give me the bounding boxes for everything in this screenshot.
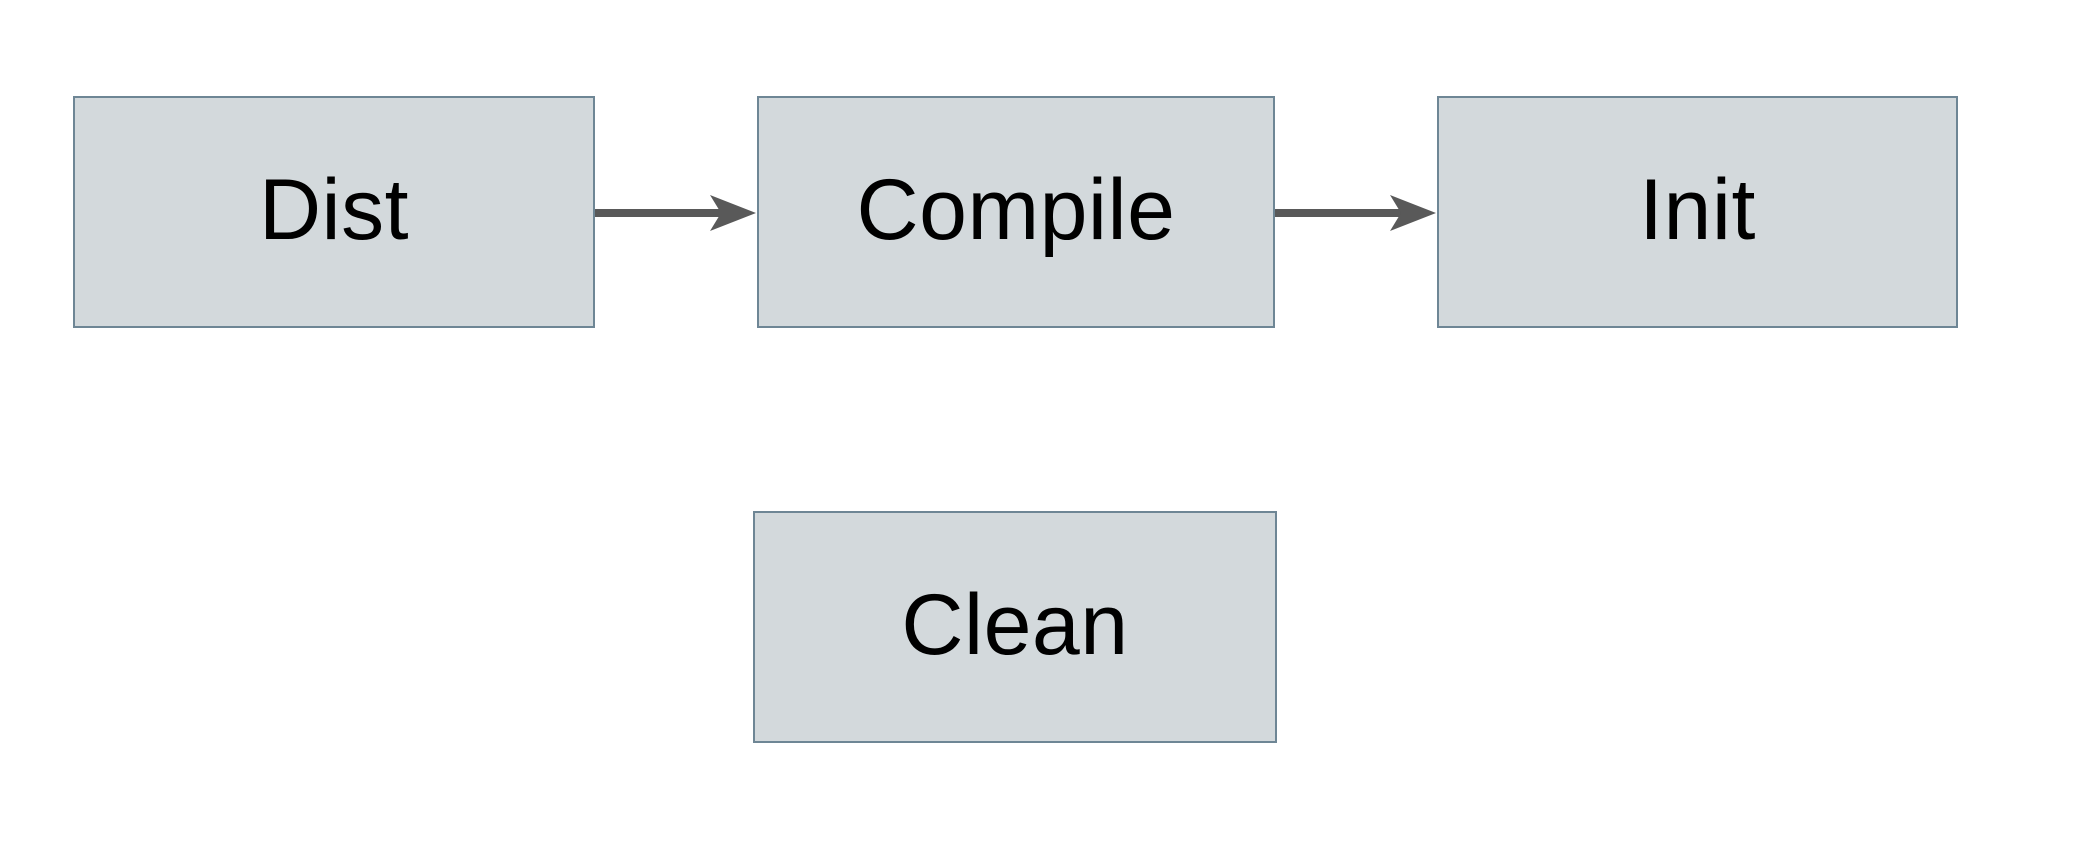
arrow-compile-to-init-icon [1275,195,1436,231]
arrow-dist-to-compile-icon [595,195,756,231]
node-init-label: Init [1639,162,1756,258]
node-compile-label: Compile [856,162,1176,258]
node-dist-label: Dist [258,162,410,258]
node-clean-label: Clean [901,577,1129,673]
node-dist[interactable]: Dist [73,96,595,328]
node-compile[interactable]: Compile [757,96,1275,328]
node-init[interactable]: Init [1437,96,1958,328]
node-clean[interactable]: Clean [753,511,1277,743]
